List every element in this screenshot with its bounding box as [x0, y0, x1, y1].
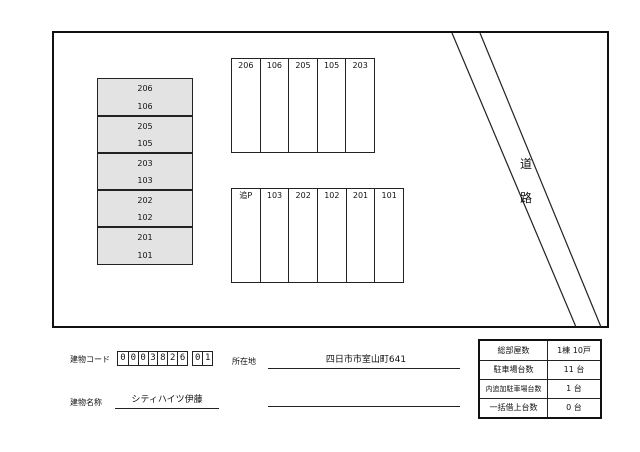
summary-value: 0 台	[566, 402, 582, 412]
building-unit-upper: 201	[137, 233, 153, 242]
building-name-label: 建物名称	[70, 398, 102, 407]
building-code-digit: 0	[127, 352, 138, 365]
parking-space: 203	[345, 59, 374, 152]
summary-row: 一括借上台数 0 台	[480, 398, 600, 417]
summary-key: 総部屋数	[480, 341, 548, 360]
building-block: 205 105	[97, 116, 193, 153]
parking-row-bottom: 追P 103 202 102 201 101	[231, 188, 404, 283]
summary-value: 1棟 10戸	[557, 345, 591, 355]
site-map-frame	[52, 31, 609, 328]
building-unit-lower: 101	[137, 251, 153, 260]
building-name-underline	[115, 408, 219, 409]
parking-space-label: 103	[266, 191, 283, 200]
building-unit-upper: 206	[137, 84, 153, 93]
parking-space: 101	[374, 189, 403, 282]
summary-row: 内追加駐車場台数 1 台	[480, 379, 600, 398]
parking-space-label: 105	[323, 61, 340, 70]
summary-divider	[480, 398, 600, 399]
summary-row: 総部屋数 1棟 10戸	[480, 341, 600, 360]
building-unit-upper: 205	[137, 122, 153, 131]
summary-key: 一括借上台数	[480, 398, 548, 417]
building-unit-lower: 105	[137, 139, 153, 148]
parking-space-label: 205	[295, 61, 311, 70]
building-code-label: 建物コード	[70, 355, 110, 364]
road-edge-left	[451, 32, 577, 328]
summary-row: 駐車場台数 11 台	[480, 360, 600, 379]
building-code-suffix-box: 0 1	[192, 351, 213, 366]
building-code-digit: 0	[120, 353, 126, 363]
parking-space: 202	[288, 189, 317, 282]
building-code-digit: 2	[167, 352, 177, 365]
building-unit-lower: 106	[137, 102, 153, 111]
summary-value: 1 台	[566, 383, 582, 393]
parking-space: 106	[259, 59, 289, 152]
parking-space: 205	[288, 59, 317, 152]
building-block: 203 103	[97, 153, 193, 190]
building-unit-upper: 203	[137, 159, 153, 168]
parking-space-additional: 追P	[232, 189, 260, 282]
parking-space-label: 203	[352, 61, 368, 70]
road-label-char-2: 路	[520, 191, 533, 205]
summary-value: 11 台	[563, 364, 585, 374]
parking-space-label: 206	[238, 61, 254, 70]
summary-divider	[480, 360, 600, 361]
building-block: 202 102	[97, 190, 193, 227]
summary-key: 駐車場台数	[480, 360, 548, 379]
summary-divider	[480, 379, 600, 380]
address-underline-2	[268, 406, 460, 407]
building-unit-upper: 202	[137, 196, 153, 205]
building-code-suffix-digit: 1	[202, 352, 212, 365]
parking-summary-table: 総部屋数 1棟 10戸 駐車場台数 11 台 内追加駐車場台数 1 台 一括借上…	[478, 339, 602, 419]
address-label: 所在地	[232, 357, 256, 366]
building-unit-lower: 102	[137, 213, 153, 222]
building-code-suffix-digit: 0	[195, 353, 201, 363]
road-label-char-1: 道	[520, 157, 533, 171]
building-code-digit: 0	[137, 352, 148, 365]
summary-key: 内追加駐車場台数	[480, 379, 548, 398]
road-edge-right	[479, 32, 602, 328]
building-code-digit: 8	[157, 352, 167, 365]
building-unit-lower: 103	[137, 176, 153, 185]
building-code-box: 0 0 0 3 8 2 6	[117, 351, 188, 366]
building-block: 201 101	[97, 227, 193, 265]
parking-row-top: 206 106 205 105 203	[231, 58, 375, 153]
parking-space-label: 106	[266, 61, 283, 70]
building-block: 206 106	[97, 78, 193, 116]
parking-space-label: 202	[295, 191, 311, 200]
parking-space: 206	[232, 59, 260, 152]
parking-space: 102	[317, 189, 346, 282]
parking-space-label: 201	[352, 191, 369, 200]
parking-space-label: 追P	[239, 191, 253, 200]
address-underline	[268, 368, 460, 369]
building-code-digit: 3	[147, 352, 158, 365]
parking-space: 201	[345, 189, 375, 282]
parking-space-label: 102	[324, 191, 340, 200]
parking-space: 103	[259, 189, 289, 282]
building-name-value: シティハイツ伊藤	[131, 395, 203, 405]
parking-space-label: 101	[381, 191, 397, 200]
building-code-digit: 6	[177, 352, 187, 365]
parking-space: 105	[316, 59, 346, 152]
address-value: 四日市市室山町641	[325, 355, 407, 365]
